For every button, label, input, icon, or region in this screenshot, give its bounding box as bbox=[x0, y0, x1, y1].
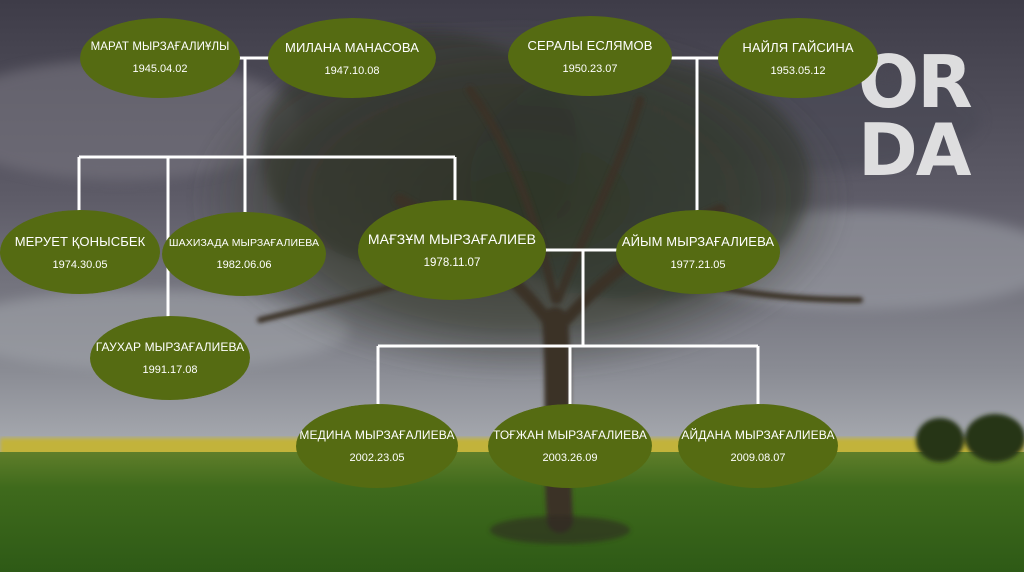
person-name: МЕРУЕТ ҚОНЫСБЕК bbox=[14, 233, 146, 249]
person-birthdate: 1950.23.07 bbox=[562, 62, 618, 75]
person-leaf-aidana[interactable]: АЙДАНА МЫРЗАҒАЛИЕВА 2009.08.07 bbox=[678, 404, 838, 488]
person-leaf-medina[interactable]: МЕДИНА МЫРЗАҒАЛИЕВА 2002.23.05 bbox=[296, 404, 458, 488]
person-leaf-meruet[interactable]: МЕРУЕТ ҚОНЫСБЕК 1974.30.05 bbox=[0, 210, 160, 294]
person-birthdate: 1945.04.02 bbox=[132, 63, 188, 75]
person-name: МАРАТ МЫРЗАҒАЛИҰЛЫ bbox=[90, 41, 230, 53]
person-name: МЕДИНА МЫРЗАҒАЛИЕВА bbox=[299, 428, 455, 442]
person-leaf-togzhan[interactable]: ТОҒЖАН МЫРЗАҒАЛИЕВА 2003.26.09 bbox=[488, 404, 652, 488]
person-name: АЙЫМ МЫРЗАҒАЛИЕВА bbox=[621, 233, 775, 249]
person-name: СЕРАЛЫ ЕСЛЯМОВ bbox=[527, 37, 653, 53]
person-name: ТОҒЖАН МЫРЗАҒАЛИЕВА bbox=[492, 428, 648, 442]
person-birthdate: 2009.08.07 bbox=[730, 452, 786, 464]
person-birthdate: 1978.11.07 bbox=[423, 257, 481, 269]
person-leaf-nailya[interactable]: НАЙЛЯ ГАЙСИНА 1953.05.12 bbox=[718, 18, 878, 98]
person-leaf-magzum[interactable]: МАҒЗҰМ МЫРЗАҒАЛИЕВ 1978.11.07 bbox=[358, 200, 546, 300]
logo-line-2: DA bbox=[858, 108, 971, 192]
person-birthdate: 1953.05.12 bbox=[770, 64, 826, 77]
person-leaf-marat[interactable]: МАРАТ МЫРЗАҒАЛИҰЛЫ 1945.04.02 bbox=[80, 18, 240, 98]
person-leaf-aiym[interactable]: АЙЫМ МЫРЗАҒАЛИЕВА 1977.21.05 bbox=[616, 210, 780, 294]
person-leaf-milana[interactable]: МИЛАНА МАНАСОВА 1947.10.08 bbox=[268, 18, 436, 98]
person-name: НАЙЛЯ ГАЙСИНА bbox=[742, 39, 854, 55]
person-leaf-gaukhar[interactable]: ГАУХАР МЫРЗАҒАЛИЕВА 1991.17.08 bbox=[90, 316, 250, 400]
person-birthdate: 1947.10.08 bbox=[324, 64, 380, 77]
person-birthdate: 2003.26.09 bbox=[542, 452, 598, 464]
person-name: ШАХИЗАДА МЫРЗАҒАЛИЕВА bbox=[168, 237, 320, 249]
person-birthdate: 1974.30.05 bbox=[52, 258, 108, 271]
person-birthdate: 1991.17.08 bbox=[142, 364, 198, 376]
person-leaf-shakhizada[interactable]: ШАХИЗАДА МЫРЗАҒАЛИЕВА 1982.06.06 bbox=[162, 212, 326, 296]
person-name: МАҒЗҰМ МЫРЗАҒАЛИЕВ bbox=[367, 231, 537, 247]
person-name: МИЛАНА МАНАСОВА bbox=[285, 39, 419, 55]
orda-logo: OR DA bbox=[858, 46, 973, 192]
person-birthdate: 1982.06.06 bbox=[216, 259, 272, 271]
person-name: АЙДАНА МЫРЗАҒАЛИЕВА bbox=[681, 428, 835, 442]
person-birthdate: 1977.21.05 bbox=[670, 258, 726, 271]
person-name: ГАУХАР МЫРЗАҒАЛИЕВА bbox=[95, 340, 245, 354]
person-birthdate: 2002.23.05 bbox=[349, 452, 405, 464]
person-leaf-seraly[interactable]: СЕРАЛЫ ЕСЛЯМОВ 1950.23.07 bbox=[508, 16, 672, 96]
